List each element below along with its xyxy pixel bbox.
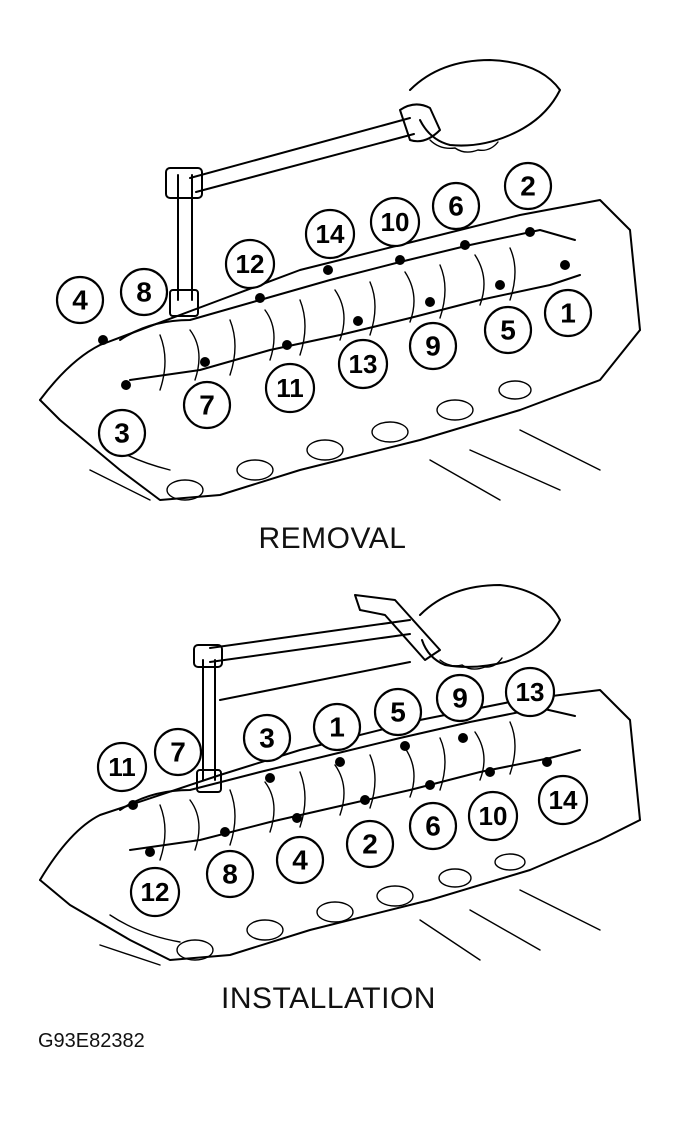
removal-callout: 12 (224, 238, 276, 290)
installation-callout-number: 7 (170, 737, 186, 768)
installation-callout-number: 9 (452, 683, 468, 714)
installation-callout-number: 13 (516, 677, 545, 707)
removal-callout: 8 (119, 267, 169, 317)
removal-callout: 2 (503, 161, 553, 211)
installation-callout: 7 (153, 727, 203, 777)
installation-callout: 12 (129, 866, 181, 918)
installation-callout-number: 4 (292, 845, 308, 876)
installation-callout-number: 8 (222, 859, 238, 890)
removal-callout: 13 (337, 338, 389, 390)
installation-callout-number: 11 (108, 752, 136, 782)
installation-callout-number: 3 (259, 723, 275, 754)
removal-caption: REMOVAL (258, 522, 407, 555)
removal-bolt-callouts: 4 8 12 14 10 6 2 1 5 9 13 11 7 3 (55, 161, 593, 458)
removal-callout-number: 3 (114, 418, 130, 449)
installation-callout: 5 (373, 687, 423, 737)
installation-callout: 1 (312, 702, 362, 752)
figure-id-label: G93E82382 (38, 1030, 145, 1052)
removal-callout: 14 (304, 208, 356, 260)
installation-callout-number: 1 (329, 712, 345, 743)
installation-callout-number: 2 (362, 829, 378, 860)
installation-callout: 14 (537, 774, 589, 826)
removal-callout-number: 6 (448, 191, 464, 222)
installation-callout-number: 10 (479, 801, 508, 831)
removal-callout-number: 1 (560, 298, 576, 329)
removal-callout-number: 10 (381, 207, 410, 237)
removal-panel-drawing (39, 59, 641, 501)
removal-callout: 10 (369, 196, 421, 248)
removal-callout-number: 13 (349, 349, 378, 379)
installation-callout-number: 12 (141, 877, 170, 907)
removal-callout: 11 (264, 362, 316, 414)
installation-callout: 3 (242, 713, 292, 763)
removal-callout: 9 (408, 321, 458, 371)
installation-callout: 6 (408, 801, 458, 851)
installation-callout-number: 6 (425, 811, 441, 842)
installation-caption: INSTALLATION (221, 982, 436, 1015)
removal-callout-number: 12 (236, 249, 265, 279)
installation-callout: 10 (467, 790, 519, 842)
installation-callout-number: 5 (390, 697, 406, 728)
installation-panel-drawing (39, 584, 641, 966)
removal-callout: 7 (182, 380, 232, 430)
removal-callout-number: 4 (72, 285, 88, 316)
installation-callout: 4 (275, 835, 325, 885)
installation-callout: 13 (504, 666, 556, 718)
installation-callout: 9 (435, 673, 485, 723)
removal-callout: 6 (431, 181, 481, 231)
installation-callout: 8 (205, 849, 255, 899)
removal-callout-number: 8 (136, 277, 152, 308)
removal-callout-number: 7 (199, 390, 215, 421)
removal-callout: 5 (483, 305, 533, 355)
removal-callout: 4 (55, 275, 105, 325)
removal-callout-number: 5 (500, 315, 516, 346)
removal-callout-number: 9 (425, 331, 441, 362)
removal-callout-number: 2 (520, 171, 536, 202)
installation-callout: 2 (345, 819, 395, 869)
removal-callout-number: 11 (276, 373, 304, 403)
installation-callout: 11 (96, 741, 148, 793)
removal-callout-number: 14 (316, 219, 345, 249)
removal-callout: 3 (97, 408, 147, 458)
installation-callout-number: 14 (549, 785, 578, 815)
installation-bolt-callouts: 11 7 3 1 5 9 13 14 10 6 2 4 8 12 (96, 666, 589, 918)
removal-callout: 1 (543, 288, 593, 338)
